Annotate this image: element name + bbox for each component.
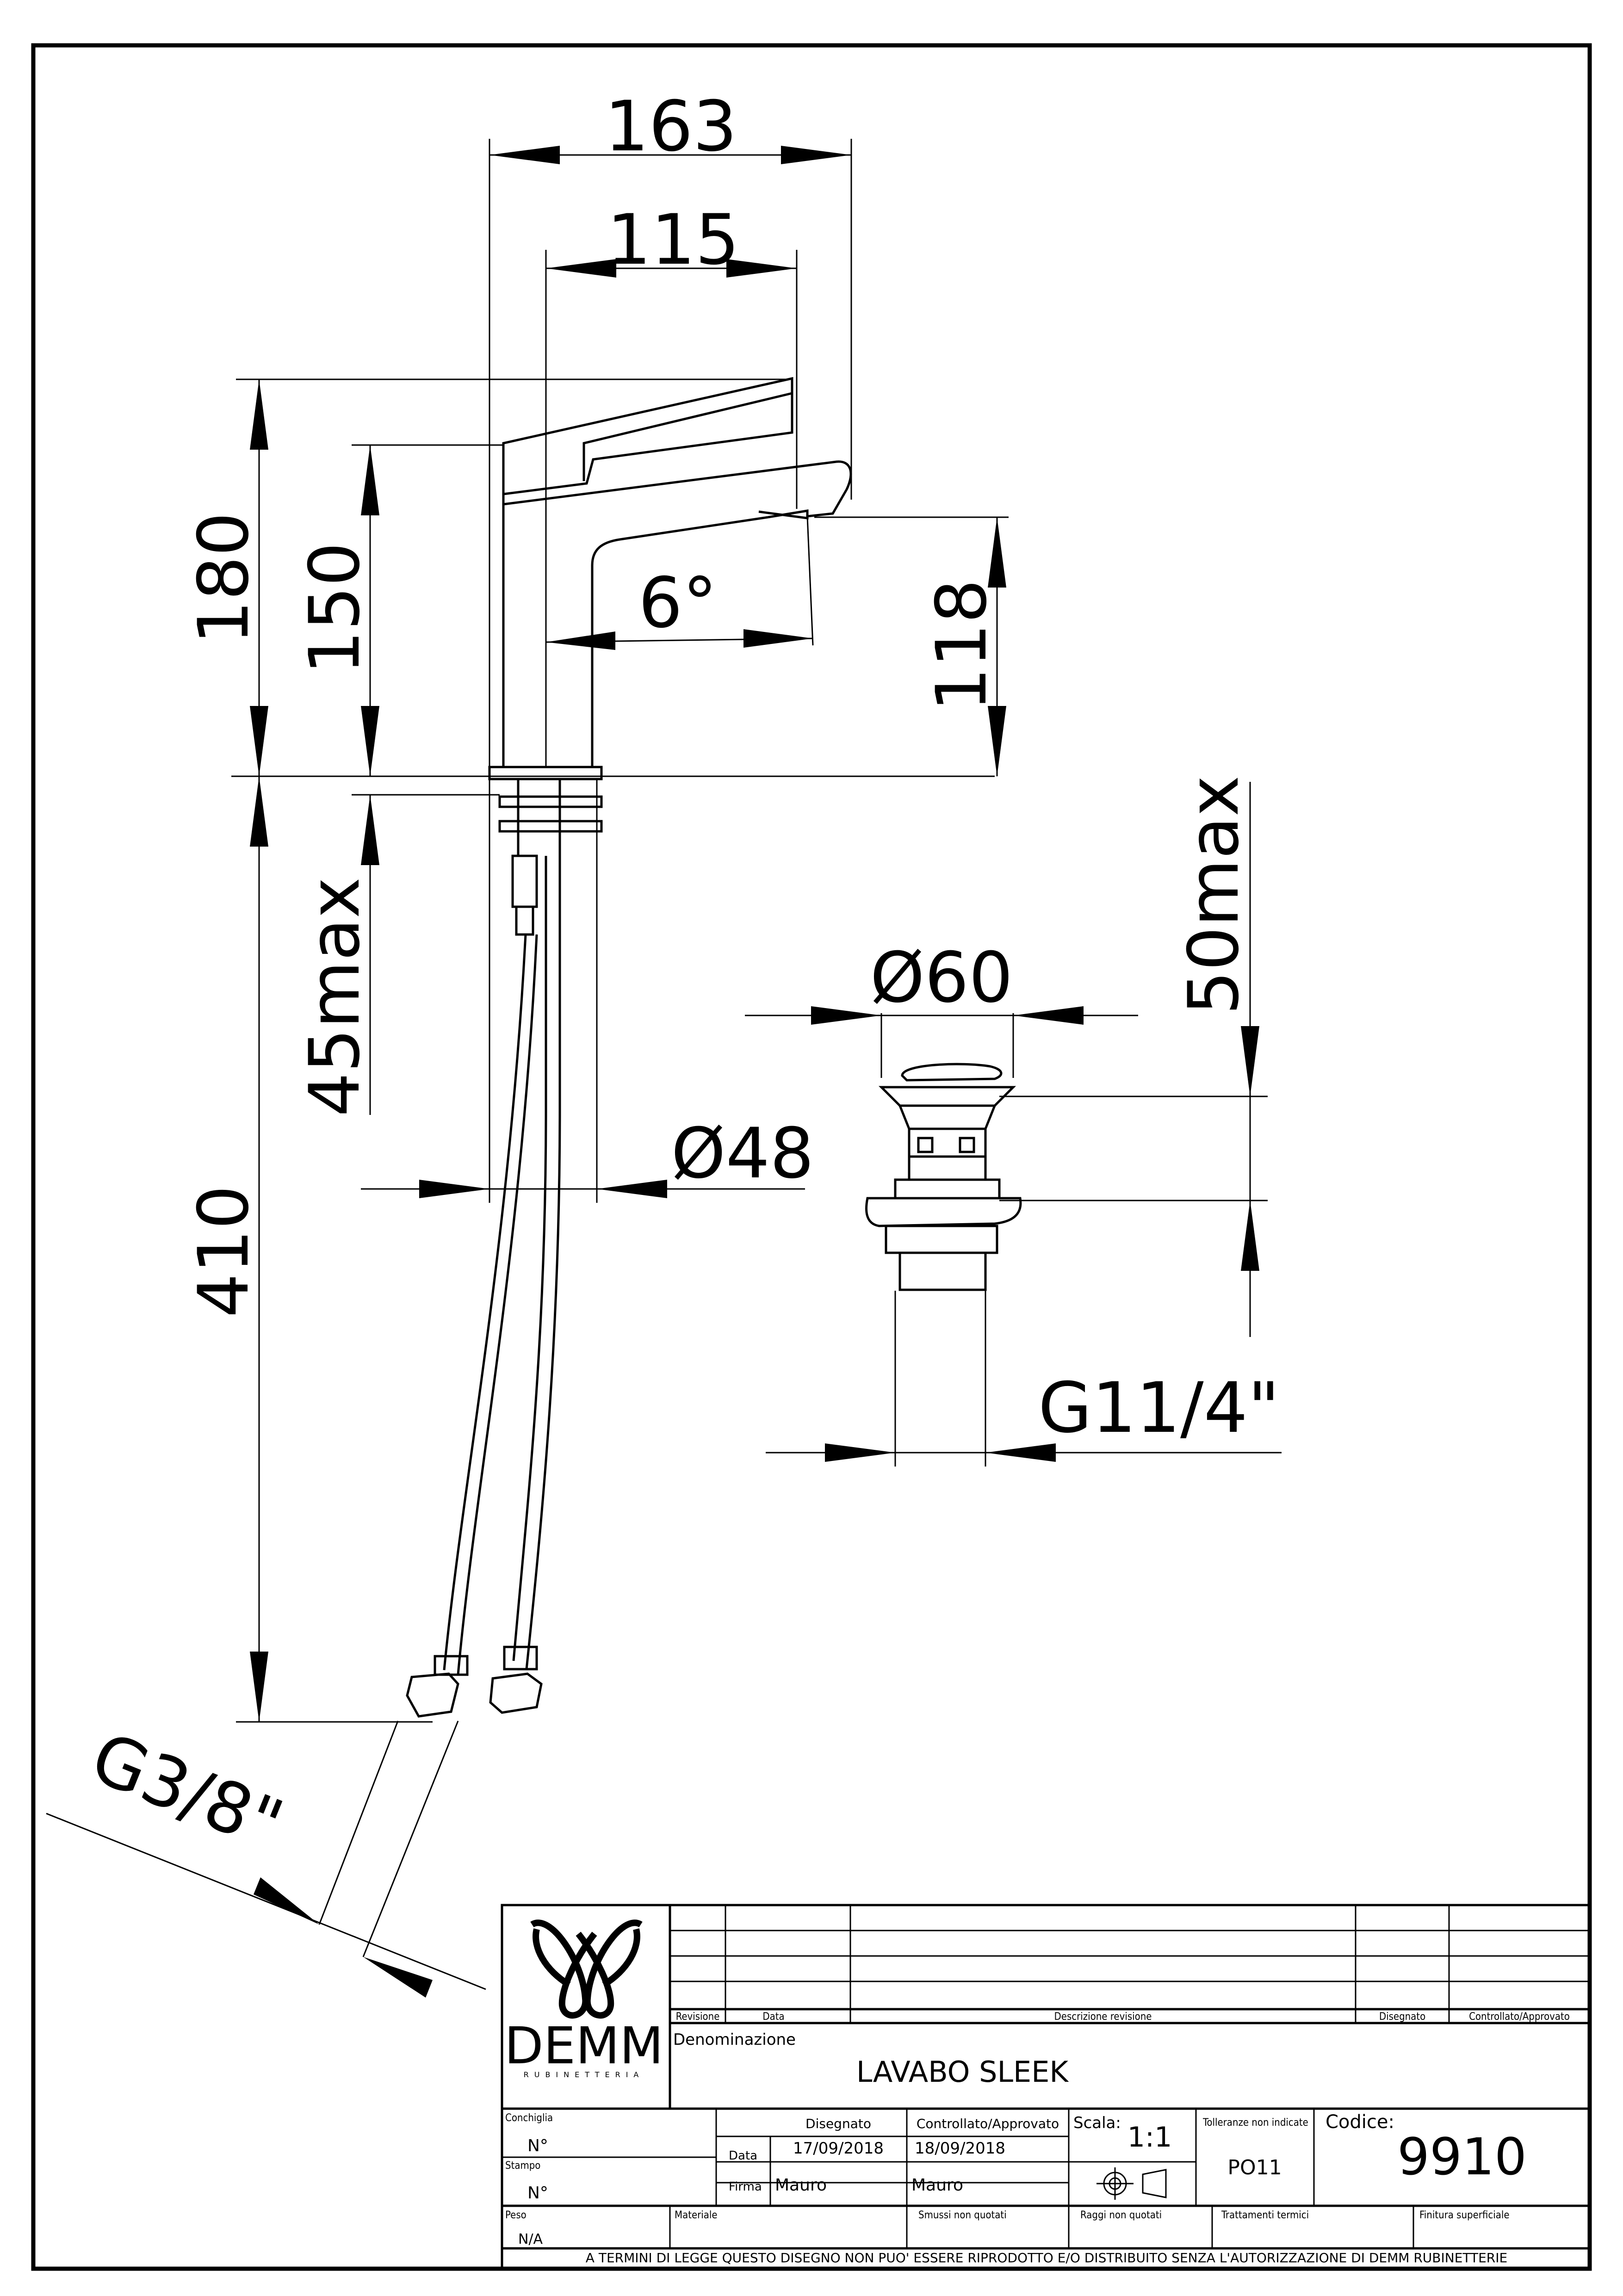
faucet-body [406,377,852,1718]
dim-410: 410 [184,1185,264,1318]
firma-drawn: Mauro [775,2176,827,2195]
peso-label: Peso [505,2209,527,2221]
title-block: DEMM RUBINETTERIA Revisione Data Descriz… [501,1904,1591,2270]
raggi-label: Raggi non quotati [1080,2209,1162,2221]
dim-118: 118 [922,579,1002,712]
dim-d60: Ø60 [870,938,1013,1018]
company-name: DEMM [504,2016,663,2075]
denominazione-label: Denominazione [673,2030,796,2049]
conchiglia-value: N° [527,2136,548,2155]
date-drawn: 17/09/2018 [793,2139,884,2158]
dim-180: 180 [184,512,264,644]
projection-symbol [1096,2167,1167,2200]
dim-115: 115 [607,200,739,280]
stampo-value: N° [527,2184,548,2203]
tolleranze-value: PO11 [1227,2156,1282,2179]
dim-d48: Ø48 [671,1114,814,1194]
dim-150: 150 [295,542,375,675]
dim-45max: 45max [295,877,375,1117]
rev-header-controllato: Controllato/Approvato [1469,2011,1570,2023]
finitura-label: Finitura superficiale [1419,2209,1510,2221]
smussi-label: Smussi non quotati [918,2209,1007,2221]
codice-label: Codice: [1326,2111,1394,2133]
company-sub: RUBINETTERIA [524,2070,644,2079]
arrowheads [250,146,1259,1998]
dimension-lines [46,139,1282,1990]
pop-up-waste [865,1063,1022,1291]
dim-g38: G3/8" [81,1717,294,1866]
codice-value: 9910 [1397,2127,1527,2186]
peso-value: N/A [518,2231,543,2247]
rev-header-disegnato: Disegnato [1379,2011,1425,2023]
dim-g114: G11/4" [1038,1368,1280,1448]
controllato-label: Controllato/Approvato [917,2116,1059,2131]
rev-header-data: Data [762,2011,784,2023]
legal-notice: A TERMINI DI LEGGE QUESTO DISEGNO NON PU… [586,2250,1507,2265]
denominazione-value: LAVABO SLEEK [856,2055,1069,2089]
firma-label: Firma [729,2180,762,2194]
scala-label: Scala: [1073,2114,1121,2132]
rev-header-descrizione: Descrizione revisione [1054,2011,1152,2023]
stampo-label: Stampo [505,2160,540,2172]
trattamenti-label: Trattamenti termici [1221,2209,1309,2221]
disegnato-label: Disegnato [805,2116,871,2131]
firma-checked: Mauro [911,2176,963,2195]
tolleranze-label: Tolleranze non indicate [1202,2117,1308,2129]
date-checked: 18/09/2018 [915,2139,1005,2158]
demm-logo [530,1919,643,2019]
dim-50max: 50max [1174,775,1254,1015]
dim-163: 163 [605,87,737,167]
data-label: Data [729,2149,757,2163]
scala-value: 1:1 [1127,2121,1172,2154]
dim-6deg: 6° [638,563,717,644]
materiale-label: Materiale [675,2209,718,2221]
rev-header-revisione: Revisione [676,2011,720,2023]
conchiglia-label: Conchiglia [505,2112,553,2124]
